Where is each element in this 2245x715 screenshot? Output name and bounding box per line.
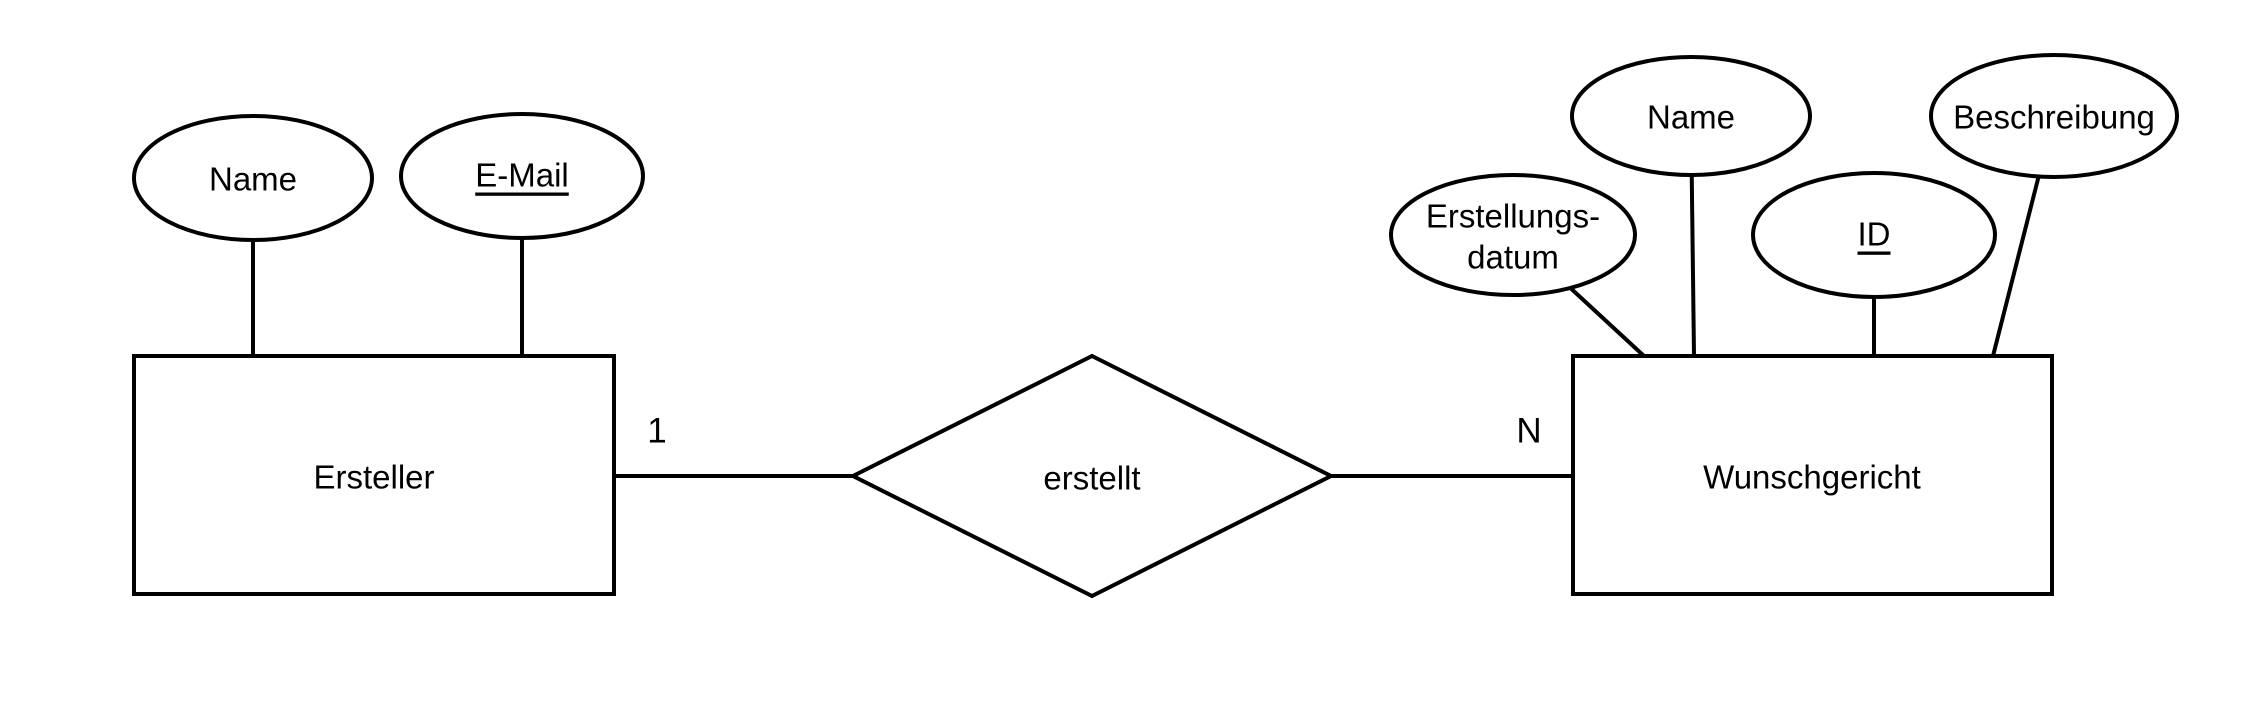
entity-ersteller-box — [132, 354, 616, 596]
attribute-ersteller-email: E-Mail — [399, 112, 645, 240]
attribute-wunschgericht-name-ellipse — [1570, 55, 1812, 177]
attribute-wunschgericht-erstellungsdatum-label-line2: datum — [1467, 239, 1559, 276]
attribute-wunschgericht-id: ID — [1751, 171, 1997, 299]
attribute-ersteller-name-label: Name — [209, 161, 297, 198]
cardinality-left-label: 1 — [647, 412, 666, 451]
relationship-erstellt-label: erstellt — [1043, 460, 1140, 497]
attribute-wunschgericht-erstellungsdatum-label-line1: Erstellungs- — [1426, 198, 1600, 235]
relationship-erstellt: erstellt — [848, 353, 1336, 599]
attribute-wunschgericht-id-label: ID — [1858, 216, 1891, 253]
attribute-ersteller-name: Name — [132, 114, 374, 242]
attribute-wunschgericht-name-label: Name — [1647, 99, 1735, 136]
attribute-ersteller-name-ellipse — [132, 114, 374, 242]
attribute-ersteller-email-ellipse — [399, 112, 645, 240]
entity-ersteller-label: Ersteller — [313, 459, 434, 496]
attribute-wunschgericht-name: Name — [1570, 55, 1812, 177]
entity-wunschgericht-label: Wunschgericht — [1703, 459, 1921, 496]
attribute-wunschgericht-erstellungsdatum: Erstellungs- datum — [1389, 173, 1637, 297]
relationship-erstellt-diamond — [848, 353, 1336, 599]
attribute-wunschgericht-erstellungsdatum-ellipse — [1389, 173, 1637, 297]
attribute-wunschgericht-id-ellipse — [1751, 171, 1997, 299]
attribute-wunschgericht-beschreibung-ellipse — [1929, 53, 2179, 179]
attribute-wunschgericht-beschreibung-label: Beschreibung — [1953, 99, 2155, 136]
entity-wunschgericht: Wunschgericht — [1571, 354, 2054, 596]
attribute-wunschgericht-beschreibung: Beschreibung — [1929, 53, 2179, 179]
entity-wunschgericht-box — [1571, 354, 2054, 596]
entity-ersteller: Ersteller — [132, 354, 616, 596]
cardinality-right-label: N — [1516, 412, 1541, 451]
attribute-ersteller-email-label: E-Mail — [475, 157, 569, 194]
